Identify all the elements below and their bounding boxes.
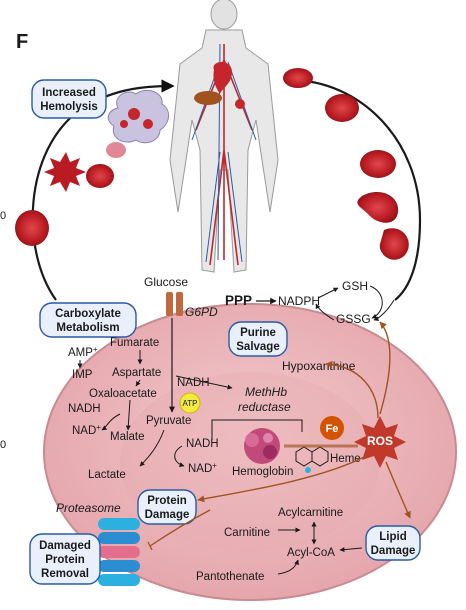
acylcarnitine-label: Acylcarnitine: [278, 507, 343, 519]
acylcoa-label: Acyl-CoA: [287, 547, 335, 559]
svg-text:Protein: Protein: [45, 554, 85, 566]
carnitine-label: Carnitine: [224, 527, 270, 539]
malate-label: Malate: [110, 431, 145, 443]
aspartate-label: Aspartate: [112, 367, 161, 379]
svg-text:Damage: Damage: [145, 509, 190, 521]
atp-label: ATP: [183, 399, 198, 408]
nadh-low-label: NADH: [186, 438, 219, 450]
gssg-arrow: [315, 303, 335, 321]
glucose-label: Glucose: [144, 275, 188, 289]
ros-to-lipid-arrow: [385, 461, 411, 519]
fe-label: Fe: [326, 423, 339, 435]
edge-tick-upper: 0: [0, 210, 6, 222]
heme-label: Heme: [330, 453, 361, 465]
imp-label: IMP: [72, 369, 93, 381]
svg-text:Purine: Purine: [240, 327, 276, 339]
nad-left-label: NAD+: [72, 423, 101, 437]
pyruvate-lactate-arrow: [139, 429, 165, 467]
hemoglobin-label: Hemoglobin: [232, 466, 293, 478]
svg-text:Damage: Damage: [371, 545, 416, 557]
rbc-icon: [283, 68, 409, 260]
hemoglobin-icon: [244, 428, 280, 464]
hypoxanthine-label: Hypoxanthine: [282, 359, 356, 373]
nadh-nad-low-arrow: [174, 445, 185, 467]
panel-letter: F: [16, 31, 28, 53]
fumarate-label: Fumarate: [110, 337, 159, 349]
nadph-label: NADPH: [278, 294, 320, 308]
g6pd-label: G6PD: [185, 305, 218, 319]
svg-text:Increased: Increased: [42, 87, 96, 99]
protein-to-proteasome-line: [149, 509, 211, 547]
pantothenate-arrow: [277, 559, 299, 575]
svg-text:Protein: Protein: [147, 495, 187, 507]
methhb-inhibit-line: [211, 419, 303, 440]
svg-text:Carboxylate: Carboxylate: [55, 308, 121, 320]
svg-text:Metabolism: Metabolism: [56, 322, 119, 334]
gsh-arrow: [317, 287, 339, 299]
human-figure-icon: [169, 0, 279, 273]
gssg-loop-arrow: [373, 299, 395, 321]
loop-arc-left: [31, 79, 175, 301]
ros-burst-icon: [354, 416, 406, 468]
proteasome-label: Proteasome: [56, 501, 121, 515]
edge-tick-lower: 0: [0, 439, 6, 451]
pantothenate-label: Pantothenate: [196, 571, 264, 583]
macrophage-icon: [107, 89, 169, 144]
svg-text:Damaged: Damaged: [39, 540, 91, 552]
amp-label: AMP+: [68, 345, 98, 359]
purine-salvage-box: Purine Salvage: [228, 321, 288, 357]
ppp-label: PPP: [225, 293, 252, 308]
gssg-label: GSSG: [336, 312, 371, 326]
proteasome-icon: [98, 518, 140, 586]
carboxylate-metabolism-box: Carboxylate Metabolism: [39, 302, 137, 338]
inhibit-bar: [147, 541, 153, 551]
fe-icon: [320, 416, 344, 440]
gsh-label: GSH: [342, 279, 368, 293]
nadh-mid-label: NADH: [177, 377, 210, 389]
aspartate-oxaloacetate-arrow: [135, 379, 141, 387]
ros-label: ROS: [367, 434, 393, 448]
methhb-line2: reductase: [238, 400, 291, 414]
ros-to-purine-arrow: [325, 360, 379, 419]
oxaloacetate-label: Oxaloacetate: [89, 388, 157, 400]
nadh-left-label: NADH: [68, 403, 101, 415]
lipid-to-acylcoa-arrow: [339, 547, 363, 553]
increased-hemolysis-box: Increased Hemolysis: [31, 79, 107, 119]
nadh-nad-arrow: [101, 413, 121, 431]
glucose-transporter-icon: [166, 292, 183, 316]
svg-text:Salvage: Salvage: [236, 341, 279, 353]
pyruvate-label: Pyruvate: [146, 415, 191, 427]
nad-low-label: NAD+: [188, 461, 217, 475]
damaged-protein-removal-box: Damaged Protein Removal: [29, 533, 101, 585]
lysed-rbc-icon: [15, 142, 126, 246]
methhb-line1: MethHb: [245, 385, 287, 399]
lactate-label: Lactate: [88, 469, 126, 481]
svg-text:Removal: Removal: [41, 568, 89, 580]
ros-to-gssg-arrow: [379, 321, 391, 415]
atp-icon: [179, 392, 201, 414]
loop-arc-right: [289, 78, 422, 301]
svg-text:Lipid: Lipid: [379, 531, 406, 543]
lipid-damage-box: Lipid Damage: [365, 525, 421, 561]
ros-to-protein-arrow: [197, 455, 367, 503]
svg-text:Hemolysis: Hemolysis: [40, 101, 98, 113]
nadh-to-methhb-arrow: [175, 375, 233, 390]
protein-damage-box: Protein Damage: [137, 489, 197, 525]
oxaloacetate-malate-arrow: [125, 399, 131, 431]
gsh-gssg-cycle: [369, 285, 383, 319]
